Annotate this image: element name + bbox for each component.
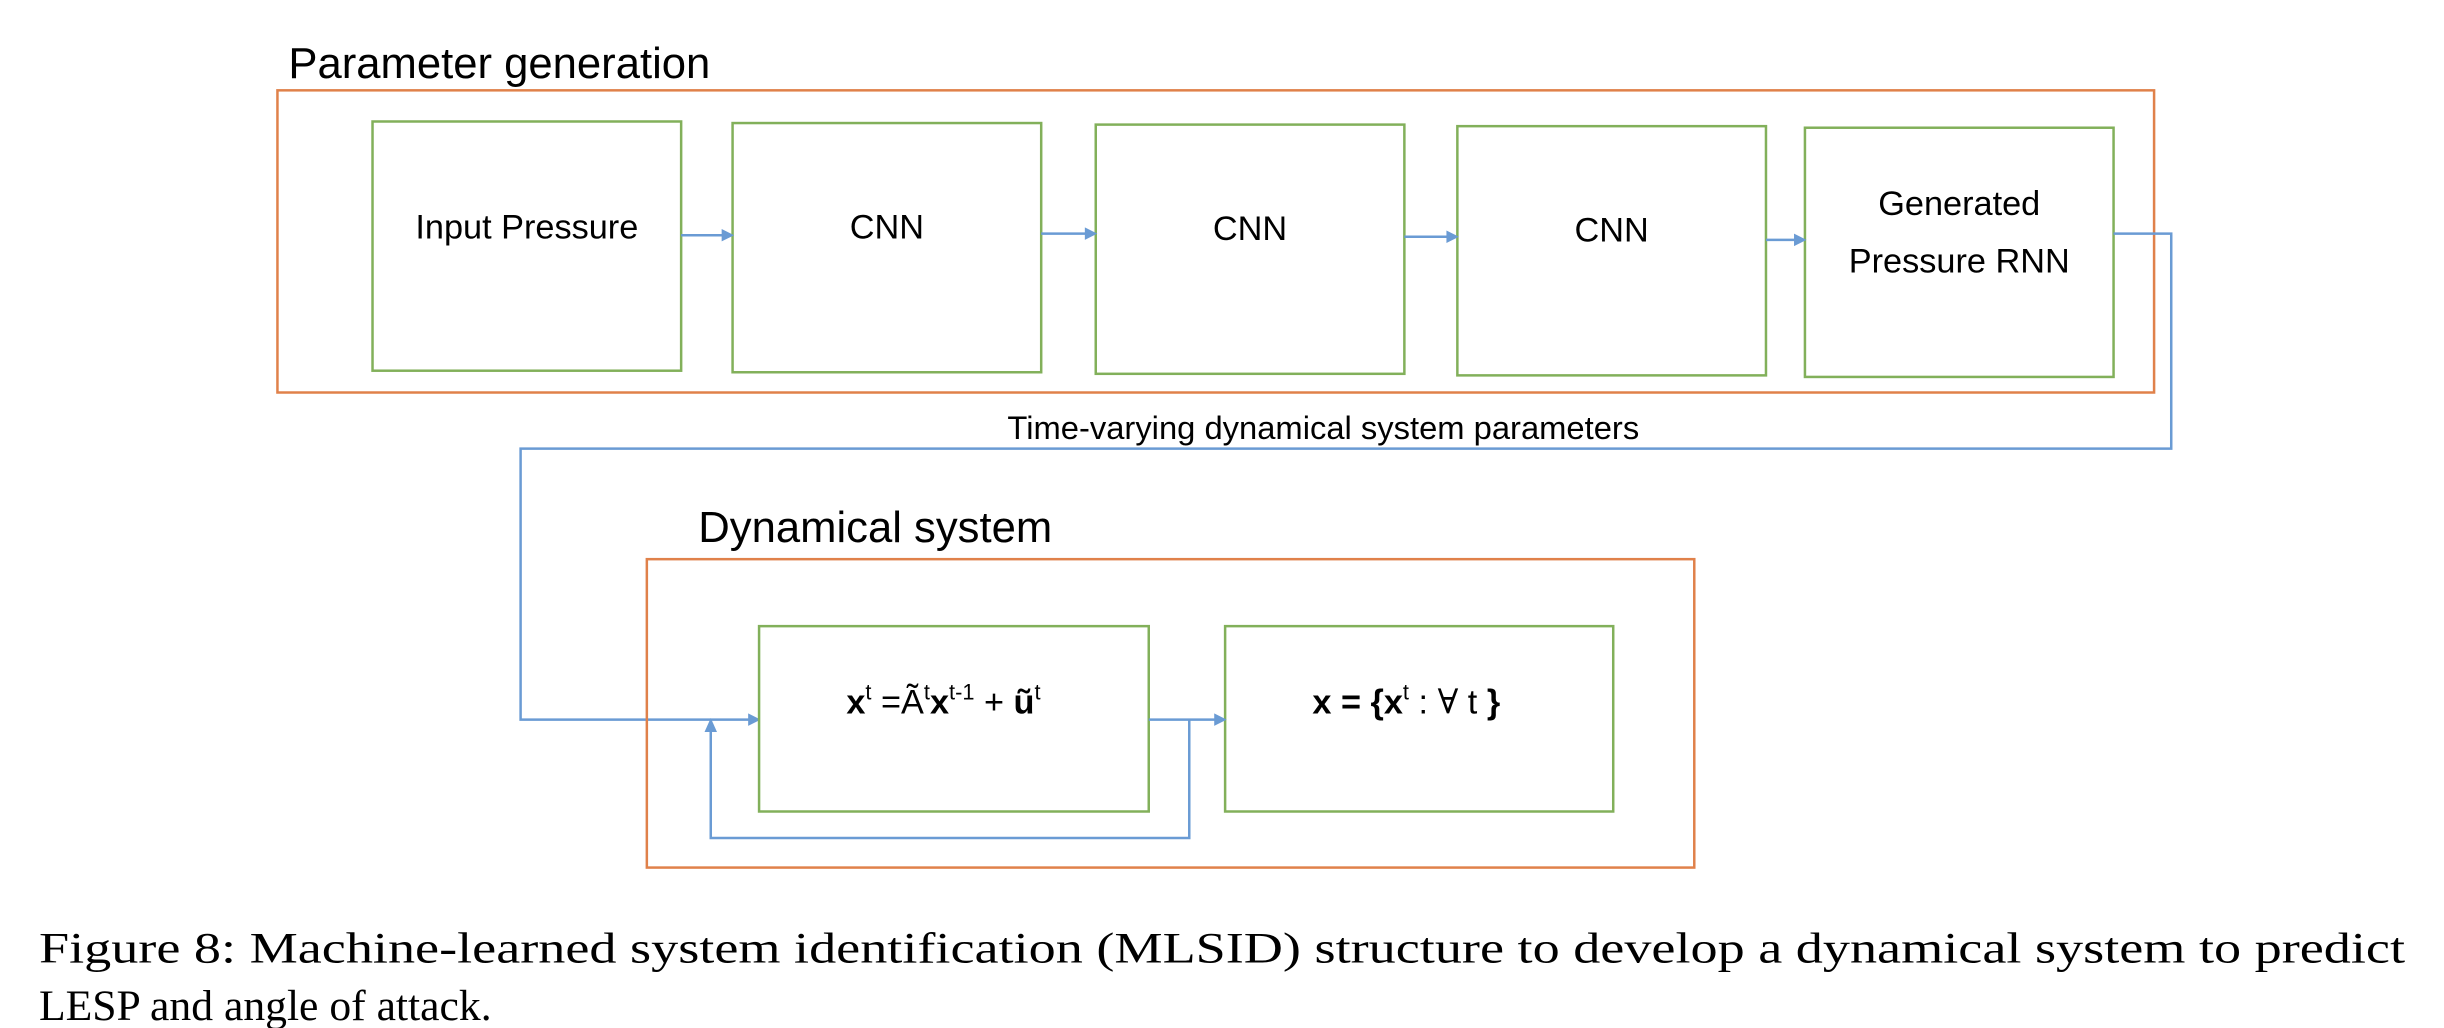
output-set-expression: x = {xt : ∀ t } [1312, 679, 1500, 721]
parameter-generation-title: Parameter generation [288, 40, 710, 88]
cnn-label-1: CNN [850, 208, 924, 246]
arrow-cnn1-to-cnn2 [1041, 227, 1098, 240]
cnn-label-2: CNN [1213, 210, 1287, 248]
arrow-equation-to-output [1148, 713, 1227, 726]
input-pressure-block [371, 120, 683, 372]
figure-caption-line1: Figure 8: Machine-learned system identif… [39, 925, 2405, 973]
figure-caption-line2: LESP and angle of attack. [39, 982, 492, 1028]
arrow-cnn2-to-cnn3 [1404, 230, 1459, 243]
cnn-block-2 [1094, 123, 1406, 376]
dynamical-system-group [645, 557, 1696, 869]
input-pressure-label: Input Pressure [415, 208, 638, 246]
dynamical-system-title: Dynamical system [698, 504, 1052, 552]
arrow-cnn3-to-rnn [1765, 233, 1807, 247]
generated-pressure-rnn-block [1803, 126, 2115, 379]
state-equation-block [757, 624, 1150, 813]
rnn-label-line2: Pressure RNN [1849, 243, 2070, 281]
cnn-block-1 [731, 121, 1043, 374]
cnn-block-3 [1456, 124, 1768, 377]
cnn-label-3: CNN [1575, 211, 1649, 249]
arrow-input-to-cnn1 [681, 228, 735, 242]
connector-label: Time-varying dynamical system parameters [1007, 409, 1639, 446]
parameters-connector [519, 232, 2173, 726]
rnn-label-line1: Generated [1878, 185, 2040, 223]
feedback-loop-arrow [704, 718, 1191, 840]
state-equation: xt =Ãtxt-1 + ũt [846, 679, 1040, 721]
parameter-generation-group [276, 89, 2156, 394]
